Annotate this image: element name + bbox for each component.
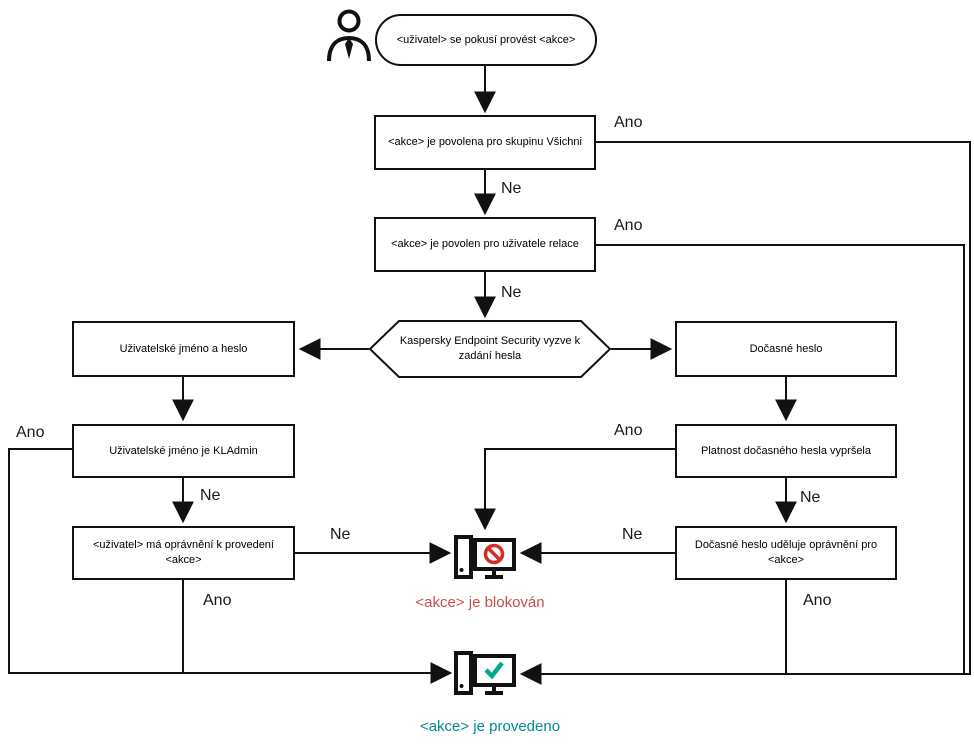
user-permission-node: <uživatel> má oprávnění k provedení <akc… xyxy=(72,526,295,580)
yes-label-temp-grants: Ano xyxy=(801,592,834,610)
action-allowed-session-node: <akce> je povolen pro uživatele relace xyxy=(374,217,596,272)
action-allowed-group-node: <akce> je povolena pro skupinu Všichni xyxy=(374,115,596,170)
no-label-user-permission: Ne xyxy=(328,526,353,544)
yes-label-group: Ano xyxy=(612,114,645,132)
password-prompt-label: Kaspersky Endpoint Security vyzve k zadá… xyxy=(399,335,581,362)
no-label-temp-grants: Ne xyxy=(620,526,645,544)
temp-password-grants-node: Dočasné heslo uděluje oprávnění pro <akc… xyxy=(675,526,897,580)
username-kladmin-label: Uživatelské jméno je KLAdmin xyxy=(109,444,258,457)
temp-password-grants-label: Dočasné heslo uděluje oprávnění pro <akc… xyxy=(694,539,878,566)
yes-label-kladmin: Ano xyxy=(14,424,47,442)
username-password-node: Uživatelské jméno a heslo xyxy=(72,321,295,377)
no-label-group: Ne xyxy=(499,180,524,198)
blocked-computer-icon xyxy=(454,535,516,579)
action-allowed-group-label: <akce> je povolena pro skupinu Všichni xyxy=(388,136,582,149)
yes-label-temp-expired: Ano xyxy=(612,422,645,440)
temp-password-node: Dočasné heslo xyxy=(675,321,897,377)
action-allowed-session-label: <akce> je povolen pro uživatele relace xyxy=(391,238,579,251)
start-node: <uživatel> se pokusí provést <akce> xyxy=(375,14,597,66)
start-node-label: <uživatel> se pokusí provést <akce> xyxy=(396,33,576,46)
user-icon xyxy=(327,9,371,62)
no-label-kladmin: Ne xyxy=(198,487,223,505)
success-computer-icon xyxy=(454,651,516,695)
blocked-result-label: <akce> je blokován xyxy=(415,594,545,611)
no-label-session: Ne xyxy=(499,284,524,302)
executed-result-label: <akce> je provedeno xyxy=(419,718,561,735)
username-password-label: Uživatelské jméno a heslo xyxy=(119,342,248,355)
password-prompt-node: Kaspersky Endpoint Security vyzve k zadá… xyxy=(384,325,596,373)
yes-label-session: Ano xyxy=(612,217,645,235)
prohibition-icon xyxy=(483,543,505,565)
no-label-temp-expired: Ne xyxy=(798,489,823,507)
username-kladmin-node: Uživatelské jméno je KLAdmin xyxy=(72,424,295,478)
temp-password-expired-label: Platnost dočasného hesla vypršela xyxy=(701,444,871,457)
yes-label-user-permission: Ano xyxy=(201,592,234,610)
user-permission-label: <uživatel> má oprávnění k provedení <akc… xyxy=(92,539,274,566)
temp-password-expired-node: Platnost dočasného hesla vypršela xyxy=(675,424,897,478)
temp-password-label: Dočasné heslo xyxy=(749,342,823,355)
check-icon xyxy=(484,661,504,680)
